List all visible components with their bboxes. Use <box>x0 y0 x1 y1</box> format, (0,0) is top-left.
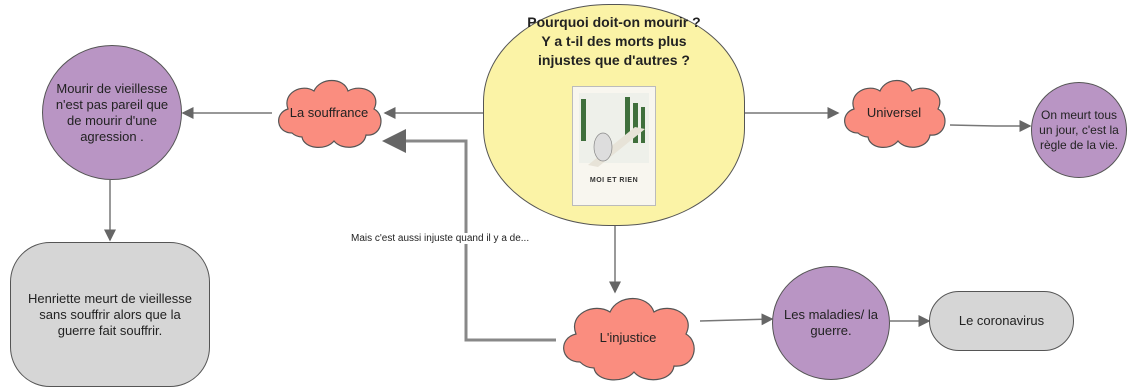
edge-universel-regle <box>949 120 1032 132</box>
node-henriette-label: Henriette meurt de vieillesse sans souff… <box>27 290 193 338</box>
node-souffrance[interactable]: La souffrance <box>272 75 386 151</box>
edge-injustice-maladies <box>699 313 774 326</box>
central-question-text: Pourquoi doit-on mourir ? Y a t-il des m… <box>527 14 701 68</box>
node-regle-label: On meurt tous un jour, c'est la règle de… <box>1039 107 1119 152</box>
node-injustice-label: L'injustice <box>599 330 657 345</box>
book-cover-image: MOI ET RIEN <box>572 86 656 206</box>
node-henriette[interactable]: Henriette meurt de vieillesse sans souff… <box>10 242 210 387</box>
central-question-node[interactable]: Pourquoi doit-on mourir ? Y a t-il des m… <box>483 4 745 226</box>
node-coronavirus-label: Le coronavirus <box>958 313 1045 328</box>
edge-label-injustice: Mais c'est aussi injuste quand il y a de… <box>351 233 530 244</box>
node-injustice[interactable]: L'injustice <box>556 292 700 384</box>
node-vieillesse[interactable]: Mourir de vieillesse n'est pas pareil qu… <box>42 45 182 180</box>
node-universel-label: Universel <box>866 105 922 120</box>
book-title: MOI ET RIEN <box>589 177 639 184</box>
node-universel[interactable]: Universel <box>838 75 950 151</box>
book-author-text <box>573 87 655 103</box>
node-coronavirus[interactable]: Le coronavirus <box>929 291 1074 351</box>
node-maladies-label: Les maladies/ la guerre. <box>784 307 878 338</box>
node-regle[interactable]: On meurt tous un jour, c'est la règle de… <box>1031 82 1127 178</box>
node-maladies[interactable]: Les maladies/ la guerre. <box>772 266 890 380</box>
node-souffrance-label: La souffrance <box>289 105 369 120</box>
node-vieillesse-label: Mourir de vieillesse n'est pas pareil qu… <box>55 80 169 144</box>
